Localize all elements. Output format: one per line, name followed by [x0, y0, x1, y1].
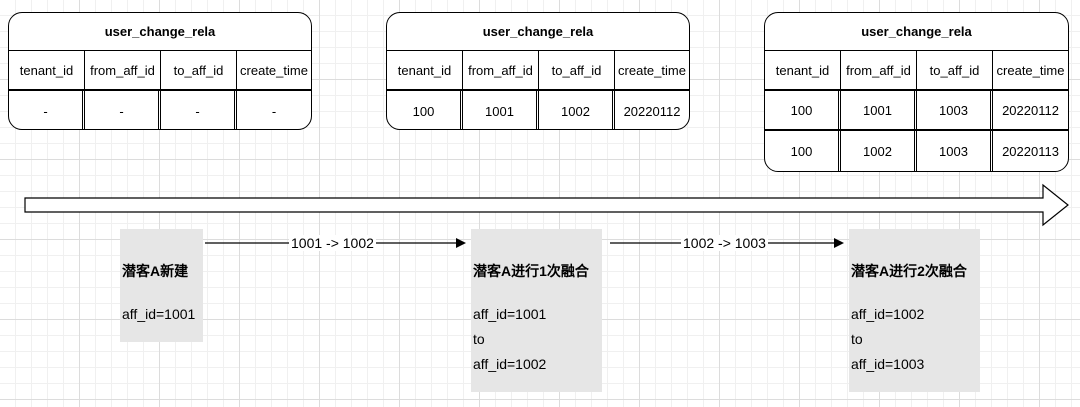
- table-user-change-rela-after-merge-2: user_change_rela tenant_id from_aff_id t…: [764, 12, 1069, 172]
- table-title: user_change_rela: [765, 13, 1068, 51]
- header-cell: from_aff_id: [841, 51, 917, 89]
- header-cell: create_time: [618, 62, 686, 78]
- table-cell: 1001: [841, 91, 917, 129]
- header-cell: to_aff_id: [161, 51, 237, 89]
- table-header-row: tenant_id from_aff_id to_aff_id create_t…: [387, 51, 689, 91]
- header-cell: to_aff_id: [917, 51, 993, 89]
- table-cell: 1002: [841, 131, 917, 171]
- step-title: 潜客A新建: [122, 263, 189, 279]
- table-user-change-rela-after-merge-1: user_change_rela tenant_id from_aff_id t…: [386, 12, 690, 130]
- table-row: 100 1001 1003 20220112: [765, 91, 1068, 131]
- header-cell: to_aff_id: [539, 51, 615, 89]
- table-cell: 20220112: [1002, 102, 1059, 118]
- header-cell: from_aff_id: [463, 51, 539, 89]
- table-user-change-rela-initial: user_change_rela tenant_id from_aff_id t…: [8, 12, 312, 130]
- table-row: 100 1001 1002 20220112: [387, 91, 689, 129]
- timeline-arrow: [24, 183, 1069, 227]
- table-cell: -: [85, 91, 161, 129]
- table-cell: 20220112: [623, 103, 681, 119]
- table-cell: 1003: [917, 131, 993, 171]
- step-box-create: 潜客A新建 aff_id=1001: [120, 229, 203, 342]
- table-cell: 100: [765, 131, 841, 171]
- transition-label-1: 1001 -> 1002: [289, 235, 376, 251]
- table-cell: 20220113: [1002, 143, 1059, 159]
- table-cell: 100: [765, 91, 841, 129]
- step-line: to: [473, 331, 485, 347]
- step-line: to: [851, 331, 863, 347]
- step-line: aff_id=1001: [473, 306, 547, 322]
- table-cell: 100: [387, 91, 463, 129]
- table-row: - - - -: [9, 91, 311, 129]
- table-cell: -: [9, 91, 85, 129]
- step-title: 潜客A进行1次融合: [473, 263, 589, 279]
- table-cell: 1001: [463, 91, 539, 129]
- header-cell: tenant_id: [765, 51, 841, 89]
- step-box-merge-1: 潜客A进行1次融合 aff_id=1001 to aff_id=1002: [471, 229, 602, 392]
- header-cell: from_aff_id: [85, 51, 161, 89]
- header-cell: tenant_id: [387, 51, 463, 89]
- table-header-row: tenant_id from_aff_id to_aff_id create_t…: [765, 51, 1068, 91]
- table-cell: -: [161, 91, 237, 129]
- step-line: aff_id=1002: [473, 356, 547, 372]
- step-title: 潜客A进行2次融合: [851, 263, 967, 279]
- table-cell: 1003: [917, 91, 993, 129]
- header-cell: tenant_id: [9, 51, 85, 89]
- table-title: user_change_rela: [9, 13, 311, 51]
- table-row: 100 1002 1003 20220113: [765, 131, 1068, 171]
- transition-label-2: 1002 -> 1003: [681, 235, 768, 251]
- step-line: aff_id=1001: [122, 306, 196, 322]
- step-line: aff_id=1002: [851, 306, 925, 322]
- table-cell: 1002: [539, 91, 615, 129]
- table-cell: -: [271, 103, 277, 119]
- header-cell: create_time: [996, 62, 1065, 78]
- step-box-merge-2: 潜客A进行2次融合 aff_id=1002 to aff_id=1003: [849, 229, 980, 392]
- table-title: user_change_rela: [387, 13, 689, 51]
- step-line: aff_id=1003: [851, 356, 925, 372]
- header-cell: create_time: [240, 62, 308, 78]
- table-header-row: tenant_id from_aff_id to_aff_id create_t…: [9, 51, 311, 91]
